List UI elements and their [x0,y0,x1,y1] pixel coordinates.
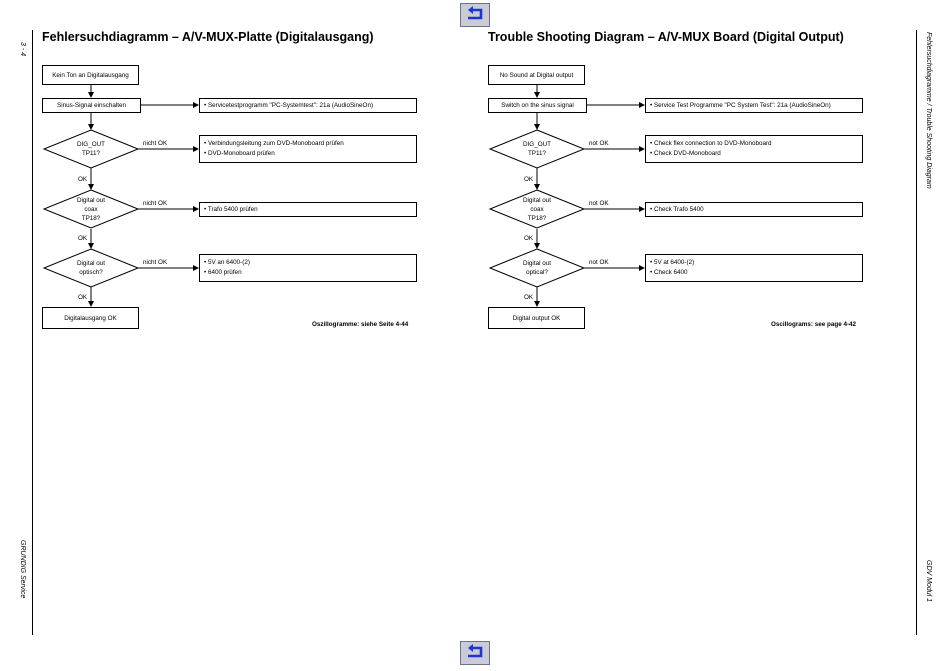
step-info-en: • Service Test Programme "PC System Test… [645,98,863,113]
left-margin-line [32,30,33,635]
decision-3-info-de: • 5V an 6400-(2)• 6400 prüfen [199,254,417,282]
nok-label-3-de: nicht OK [143,259,168,266]
start-box-en: No Sound at Digital output [488,65,585,85]
end-box-de: Digitalausgang OK [42,307,139,329]
back-button-bottom[interactable] [460,641,490,665]
step-info-text: • Servicetestprogramm "PC-Systemtest": 2… [204,102,374,109]
step-info-text: • Service Test Programme "PC System Test… [650,102,831,109]
ok-label-1-de: OK [78,176,88,183]
back-button-top[interactable] [460,3,490,27]
decision-1-info-en: • Check flex connection to DVD-Monoboard… [645,135,863,163]
ok-label-2-en: OK [524,235,534,242]
nok-label-3-en: not OK [589,259,609,266]
page-title-de: Fehlersuchdiagramm – A/V-MUX-Platte (Dig… [42,30,374,44]
return-arrow-icon [464,5,486,26]
right-margin-line [916,30,917,635]
decision-2-info-en: • Check Trafo 5400 [645,202,863,217]
ok-label-2-de: OK [78,235,88,242]
return-arrow-icon [464,643,486,664]
step-box-en: Switch on the sinus signal [488,98,587,113]
oscillogram-note-en: Oscillograms: see page 4-42 [771,321,857,328]
nok-label-1-de: nicht OK [143,140,168,147]
step-info-de: • Servicetestprogramm "PC-Systemtest": 2… [199,98,417,113]
end-box-en: Digital output OK [488,307,585,329]
nok-label-1-en: not OK [589,140,609,147]
decision-3-info-en: • 5V at 6400-(2)• Check 6400 [645,254,863,282]
start-box-de: Kein Ton an Digitalausgang [42,65,139,85]
ok-label-3-en: OK [524,294,534,301]
oscillogram-note-de: Oszillogramme: siehe Seite 4-44 [312,321,409,328]
nok-label-2-en: not OK [589,200,609,207]
step-box-de: Sinus-Signal einschalten [42,98,141,113]
decision-1-info-de: • Verbindungsleitung zum DVD-Monoboard p… [199,135,417,163]
page-title-en: Trouble Shooting Diagram – A/V-MUX Board… [488,30,844,44]
nok-label-2-de: nicht OK [143,200,168,207]
ok-label-3-de: OK [78,294,88,301]
decision-2-info-de: • Trafo 5400 prüfen [199,202,417,217]
ok-label-1-en: OK [524,176,534,183]
